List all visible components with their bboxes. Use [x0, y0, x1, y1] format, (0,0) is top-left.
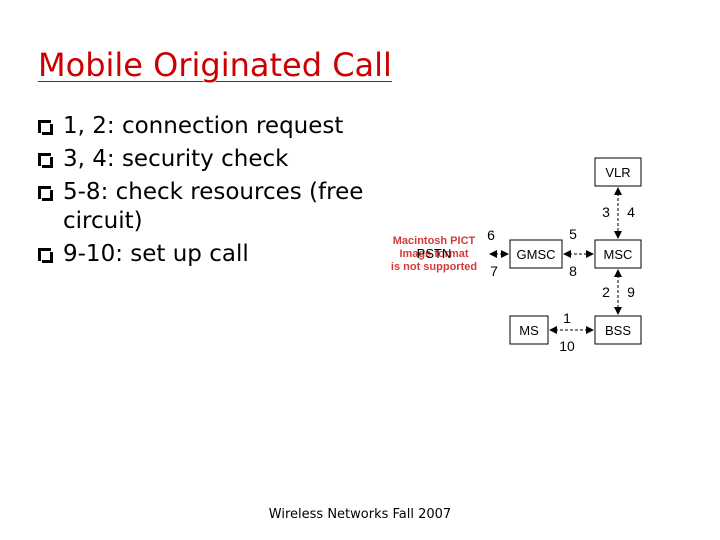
- checkbox-bullet-icon: [38, 153, 53, 168]
- step-9-label: 9: [627, 284, 635, 300]
- step-7-label: 7: [490, 263, 498, 279]
- checkbox-bullet-icon: [38, 186, 53, 201]
- step-8-label: 8: [569, 263, 577, 279]
- placeholder-line-1: Macintosh PICT: [393, 235, 476, 247]
- bullet-item: 5-8: check resources (free circuit): [38, 178, 368, 236]
- checkbox-bullet-icon: [38, 120, 53, 135]
- placeholder-line-2: Image format: [399, 248, 468, 260]
- placeholder-line-3: is not supported: [391, 261, 477, 273]
- pstn-label: PSTN: [417, 246, 452, 261]
- step-4-label: 4: [627, 204, 635, 220]
- bullet-text: 5-8: check resources (free circuit): [63, 179, 364, 234]
- bullet-item: 1, 2: connection request: [38, 112, 368, 141]
- step-3-label: 3: [602, 204, 610, 220]
- ms-box: [509, 315, 549, 345]
- unsupported-image-placeholder: Macintosh PICT Image format is not suppo…: [391, 235, 477, 273]
- bss-label: BSS: [605, 323, 631, 338]
- vlr-box: [594, 157, 642, 187]
- step-1-label: 1: [563, 310, 571, 326]
- step-6-label: 6: [487, 227, 495, 243]
- bullet-text: 9-10: set up call: [63, 241, 249, 267]
- bullet-item: 9-10: set up call: [38, 240, 368, 269]
- slide-title: Mobile Originated Call: [38, 46, 392, 84]
- bss-box: [594, 315, 642, 345]
- vlr-label: VLR: [605, 165, 630, 180]
- bullet-list: 1, 2: connection request 3, 4: security …: [38, 112, 368, 273]
- ms-label: MS: [519, 323, 539, 338]
- msc-label: MSC: [604, 247, 633, 262]
- step-10-label: 10: [559, 338, 575, 354]
- checkbox-bullet-icon: [38, 248, 53, 263]
- gmsc-box: [509, 239, 563, 269]
- bullet-item: 3, 4: security check: [38, 145, 368, 174]
- bullet-text: 3, 4: security check: [63, 146, 289, 172]
- bullet-text: 1, 2: connection request: [63, 113, 344, 139]
- gmsc-label: GMSC: [517, 247, 556, 262]
- msc-box: [594, 239, 642, 269]
- step-5-label: 5: [569, 226, 577, 242]
- step-2-label: 2: [602, 284, 610, 300]
- slide-footer: Wireless Networks Fall 2007: [268, 507, 452, 522]
